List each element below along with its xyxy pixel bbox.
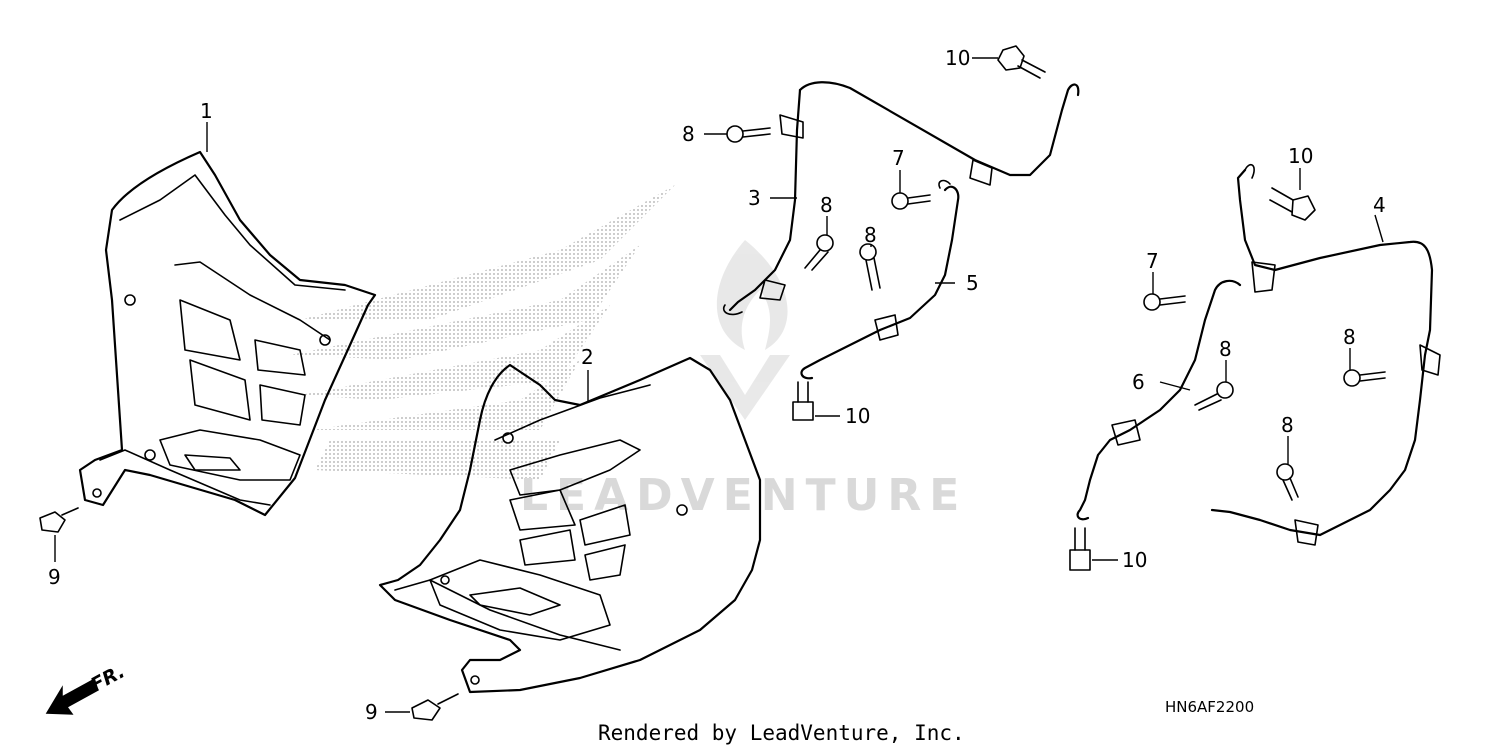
callout-6: 6 (1132, 370, 1145, 394)
leader-lines (54, 57, 1384, 713)
bolt-10-c (1269, 187, 1316, 221)
callout-3: 3 (748, 186, 761, 210)
bolt-7-b (1143, 293, 1186, 311)
callout-8-e: 8 (1343, 325, 1356, 349)
bolt-8-c (859, 243, 881, 291)
callout-10-d: 10 (1122, 548, 1147, 572)
bolt-7-a (891, 192, 931, 210)
callout-8-f: 8 (1281, 413, 1294, 437)
clip-9-a (39, 507, 79, 533)
part-3-stay (723, 81, 1080, 316)
callout-10-c: 10 (1288, 144, 1313, 168)
callout-7-b: 7 (1146, 249, 1159, 273)
front-arrow: FR. (45, 660, 128, 715)
callout-10-b: 10 (845, 404, 870, 428)
callout-5: 5 (966, 271, 979, 295)
diagram-code: HN6AF2200 (1165, 698, 1254, 716)
bolt-10-d (1069, 527, 1091, 571)
part-2-foot-guard-right (378, 356, 762, 694)
flame-logo-watermark (700, 240, 790, 420)
watermark: LEADVENTURE (290, 185, 967, 521)
callout-1: 1 (200, 99, 213, 123)
part-4-stay (1210, 163, 1441, 546)
callout-8-c: 8 (864, 223, 877, 247)
callout-8-d: 8 (1219, 337, 1232, 361)
callout-8-b: 8 (820, 193, 833, 217)
credit-line: Rendered by LeadVenture, Inc. (598, 721, 965, 745)
clip-9-b (411, 693, 459, 721)
callout-9-b: 9 (365, 700, 378, 724)
watermark-text: LEADVENTURE (520, 470, 967, 521)
bolt-8-d (1194, 381, 1234, 411)
part-6-stay (1076, 279, 1242, 521)
bolt-8-a (726, 125, 771, 143)
callout-4: 4 (1373, 193, 1386, 217)
callout-2: 2 (581, 345, 594, 369)
bolt-10-a (997, 45, 1046, 79)
wing-logo-watermark (290, 185, 675, 480)
bolt-8-f (1276, 463, 1299, 501)
callout-7-a: 7 (892, 146, 905, 170)
callout-8-a: 8 (682, 122, 695, 146)
callout-10-a: 10 (945, 46, 970, 70)
callout-9-a: 9 (48, 565, 61, 589)
bolt-8-b (804, 234, 834, 271)
bolt-10-b (792, 381, 814, 421)
part-5-stay (800, 179, 960, 380)
bolt-8-e (1343, 369, 1386, 387)
part-1-foot-guard-left (78, 150, 377, 517)
arrow-icon (45, 678, 99, 715)
